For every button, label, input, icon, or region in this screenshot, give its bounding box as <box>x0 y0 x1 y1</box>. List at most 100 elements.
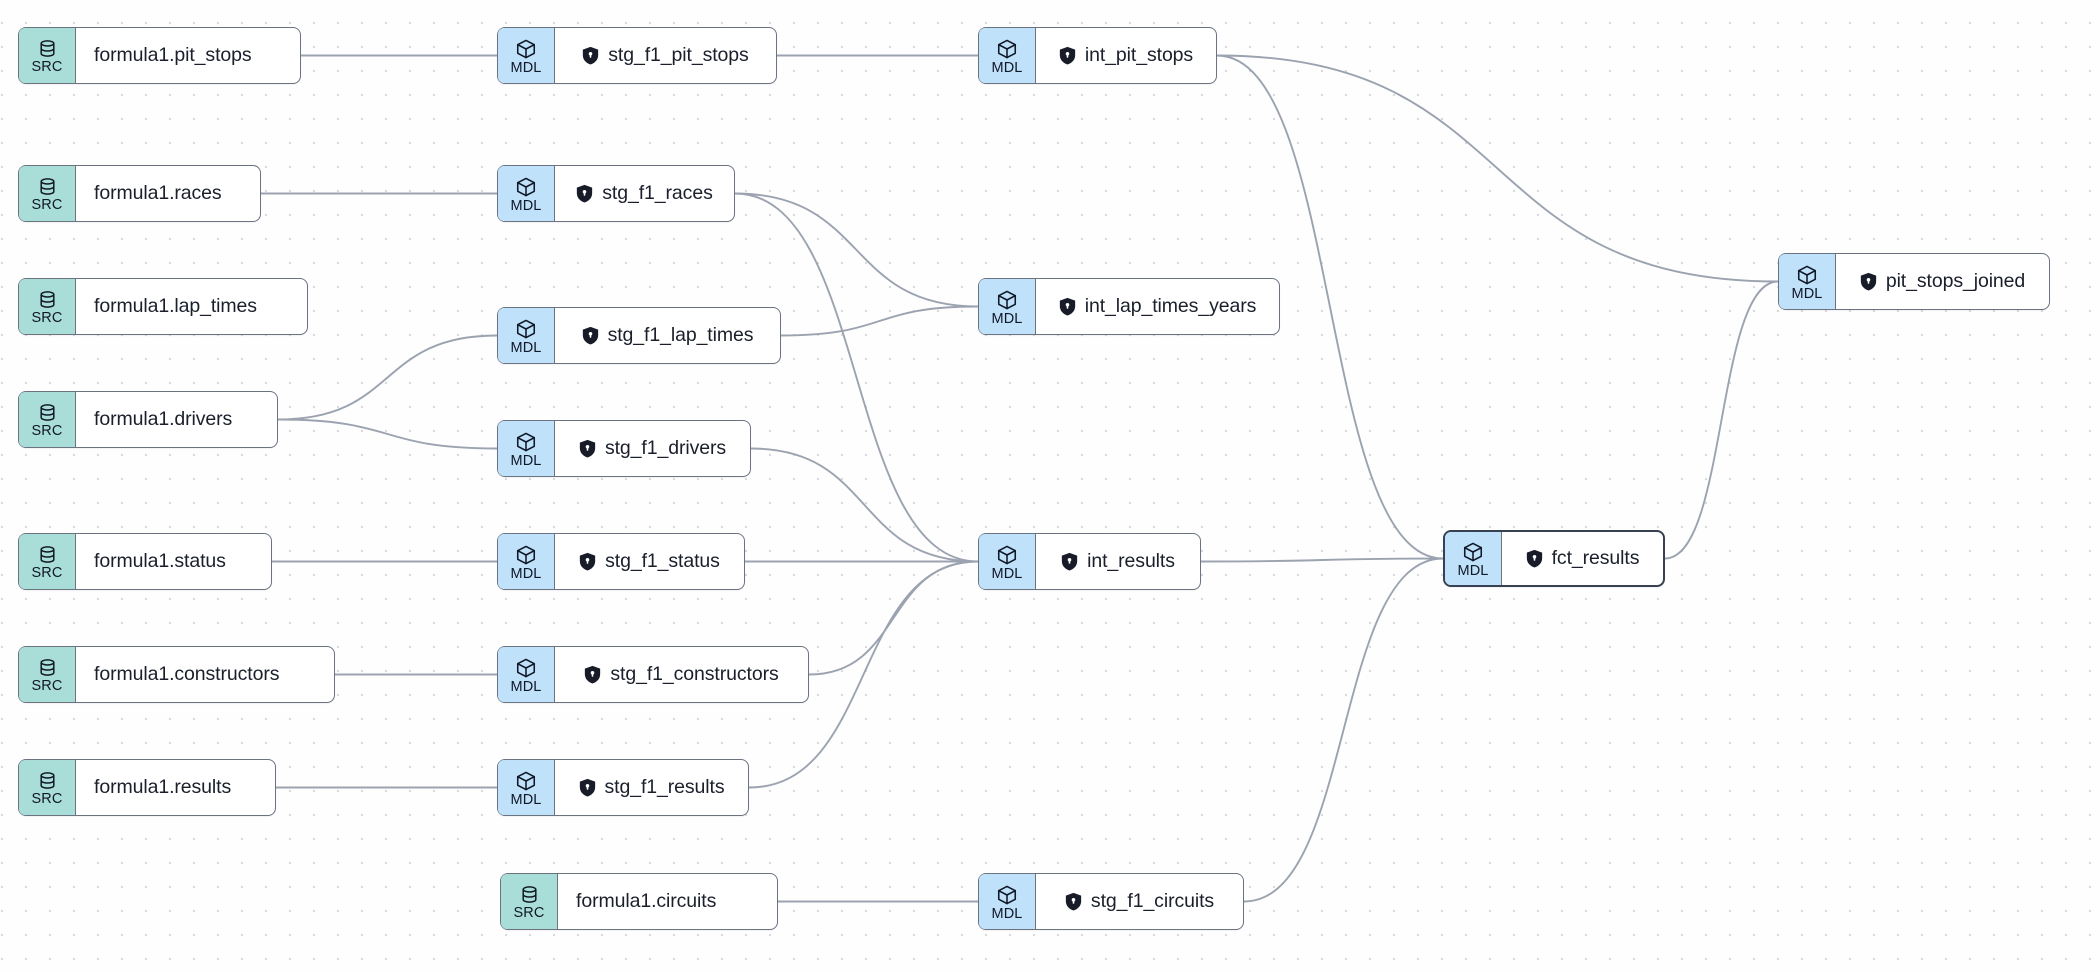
node-label: formula1.results <box>94 776 232 798</box>
shield-lock-icon <box>576 184 593 203</box>
cube-icon <box>996 884 1018 906</box>
graph-node-src_lap_times[interactable]: SRC formula1.lap_times <box>18 278 308 335</box>
graph-node-stg_drivers[interactable]: MDL stg_f1_drivers <box>497 420 751 477</box>
model-badge: MDL <box>979 534 1036 589</box>
edge-stg_races-to-int_results <box>734 192 979 563</box>
cube-icon <box>1462 541 1484 563</box>
graph-node-pit_stops_joined[interactable]: MDL pit_stops_joined <box>1778 253 2050 310</box>
node-body: formula1.lap_times <box>76 279 307 334</box>
cube-icon <box>515 431 537 453</box>
cube-icon <box>996 38 1018 60</box>
edge-stg_drivers-to-int_results <box>750 447 979 563</box>
node-label: int_results <box>1087 550 1175 572</box>
node-label: stg_f1_results <box>604 776 725 798</box>
graph-node-src_results[interactable]: SRC formula1.results <box>18 759 276 816</box>
badge-label: MDL <box>510 59 542 76</box>
node-label: int_pit_stops <box>1084 44 1194 66</box>
graph-node-stg_pit_stops[interactable]: MDL stg_f1_pit_stops <box>497 27 777 84</box>
edge-int_pit_stops-to-pit_stops_joined <box>1216 54 1779 283</box>
database-icon <box>37 38 58 59</box>
source-badge: SRC <box>19 166 76 221</box>
node-label: stg_f1_races <box>602 182 713 204</box>
source-badge: SRC <box>19 647 76 702</box>
shield-lock-icon <box>582 326 599 345</box>
graph-node-src_races[interactable]: SRC formula1.races <box>18 165 261 222</box>
node-label: formula1.drivers <box>94 408 233 430</box>
source-badge: SRC <box>19 760 76 815</box>
model-badge: MDL <box>498 421 555 476</box>
source-badge: SRC <box>19 534 76 589</box>
edge-stg_lap_times-to-int_lap_times_yr <box>780 305 979 337</box>
badge-label: SRC <box>31 423 63 439</box>
database-icon <box>37 657 58 678</box>
edge-src_drivers-to-stg_lap_times <box>277 334 498 421</box>
shield-lock-icon <box>1059 46 1076 65</box>
badge-label: MDL <box>510 339 542 356</box>
database-icon <box>37 289 58 310</box>
node-body: fct_results <box>1502 532 1663 585</box>
node-label: int_lap_times_years <box>1084 295 1257 317</box>
badge-label: MDL <box>510 565 542 582</box>
edge-stg_circuits-to-fct_results <box>1243 557 1444 903</box>
model-badge: MDL <box>1445 532 1502 585</box>
node-body: stg_f1_status <box>555 534 744 589</box>
shield-lock-icon <box>582 46 599 65</box>
badge-label: SRC <box>31 678 63 694</box>
cube-icon <box>515 544 537 566</box>
database-icon <box>37 770 58 791</box>
node-label: formula1.races <box>94 182 222 204</box>
graph-node-int_pit_stops[interactable]: MDL int_pit_stops <box>978 27 1217 84</box>
cube-icon <box>515 770 537 792</box>
node-label: formula1.constructors <box>94 663 280 685</box>
cube-icon <box>1796 264 1818 286</box>
node-label: stg_f1_status <box>605 550 720 572</box>
source-badge: SRC <box>19 28 76 83</box>
edge-stg_constructors-to-int_results <box>808 560 979 676</box>
badge-label: SRC <box>31 59 63 75</box>
cube-icon <box>515 176 537 198</box>
node-body: stg_f1_circuits <box>1036 874 1243 929</box>
edge-stg_races-to-int_lap_times_yr <box>734 192 979 308</box>
node-body: formula1.drivers <box>76 392 277 447</box>
badge-label: MDL <box>1791 285 1823 302</box>
graph-node-src_status[interactable]: SRC formula1.status <box>18 533 272 590</box>
model-badge: MDL <box>498 534 555 589</box>
graph-node-src_constructors[interactable]: SRC formula1.constructors <box>18 646 335 703</box>
node-body: stg_f1_pit_stops <box>555 28 776 83</box>
graph-node-src_drivers[interactable]: SRC formula1.drivers <box>18 391 278 448</box>
node-body: pit_stops_joined <box>1836 254 2049 309</box>
node-label: stg_f1_drivers <box>604 437 727 459</box>
model-badge: MDL <box>979 28 1036 83</box>
source-badge: SRC <box>501 874 558 929</box>
shield-lock-icon <box>1065 892 1082 911</box>
shield-lock-icon <box>584 665 601 684</box>
edge-fct_results-to-pit_stops_joined <box>1664 280 1779 560</box>
model-badge: MDL <box>498 647 555 702</box>
node-body: int_results <box>1036 534 1200 589</box>
source-badge: SRC <box>19 279 76 334</box>
graph-node-fct_results[interactable]: MDL fct_results <box>1443 530 1665 587</box>
badge-label: SRC <box>31 565 63 581</box>
model-badge: MDL <box>498 28 555 83</box>
graph-node-stg_status[interactable]: MDL stg_f1_status <box>497 533 745 590</box>
edge-src_drivers-to-stg_drivers <box>277 418 498 450</box>
model-badge: MDL <box>1779 254 1836 309</box>
badge-label: MDL <box>1457 562 1489 579</box>
node-body: stg_f1_lap_times <box>555 308 780 363</box>
badge-label: SRC <box>513 905 545 921</box>
graph-node-int_results[interactable]: MDL int_results <box>978 533 1201 590</box>
cube-icon <box>515 38 537 60</box>
node-label: formula1.lap_times <box>94 295 257 317</box>
node-label: formula1.status <box>94 550 226 572</box>
edge-int_results-to-fct_results <box>1200 557 1444 563</box>
graph-node-stg_lap_times[interactable]: MDL stg_f1_lap_times <box>497 307 781 364</box>
node-body: formula1.constructors <box>76 647 334 702</box>
